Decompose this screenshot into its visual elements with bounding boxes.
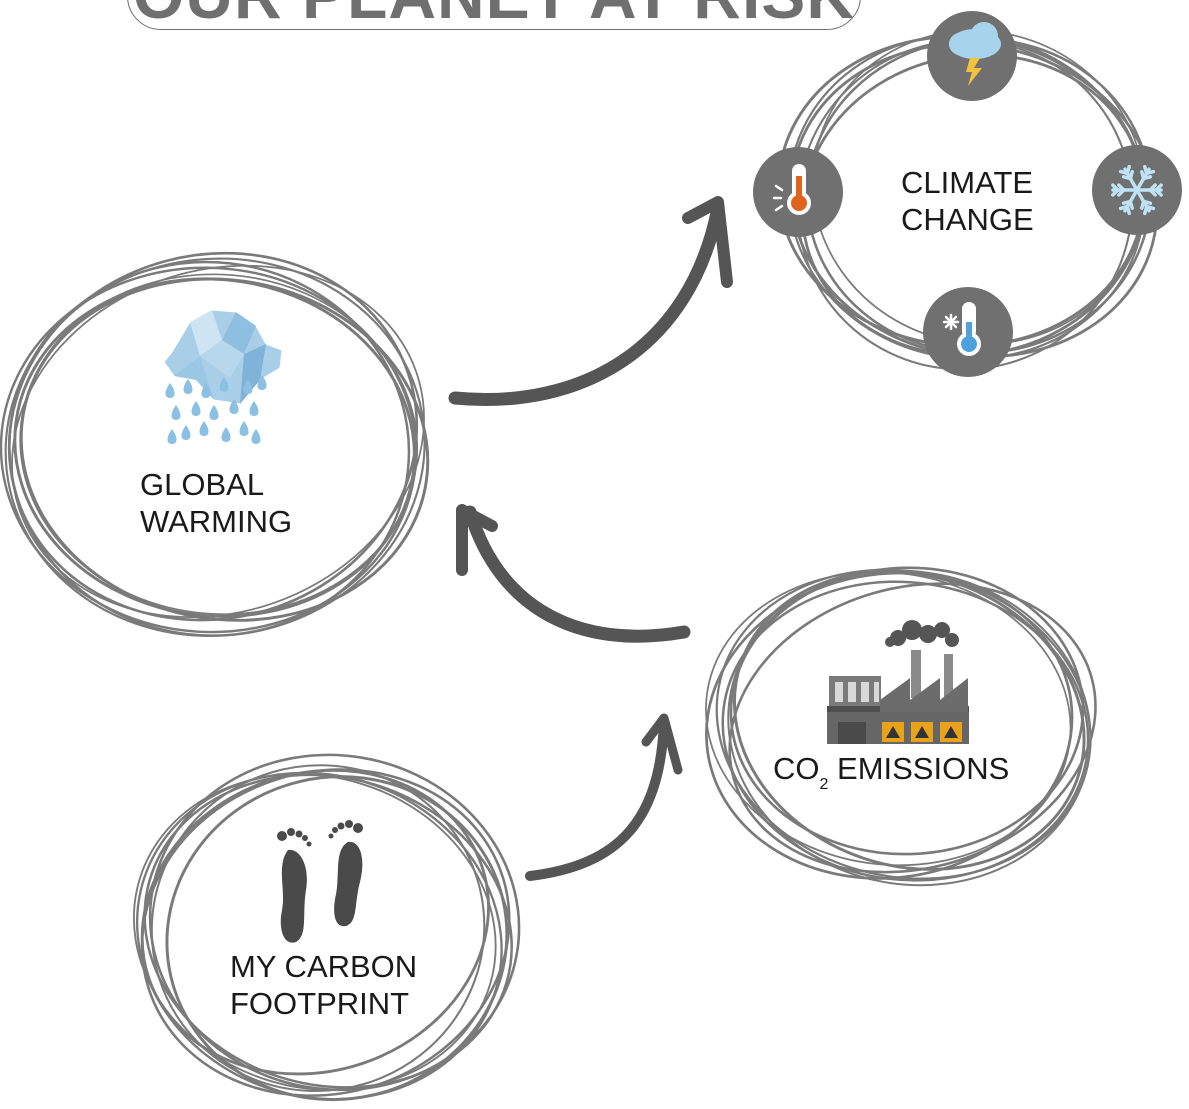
raindrop	[171, 405, 181, 420]
raindrop	[209, 405, 219, 420]
scribble-circle-co2-emissions	[705, 566, 1097, 887]
node-label-global-warming: GLOBAL WARMING	[140, 466, 292, 540]
node-label-line: CHANGE	[901, 202, 1034, 237]
raindrop	[229, 399, 239, 414]
factory-icon	[827, 620, 969, 744]
raindrop	[257, 375, 267, 390]
arrow-footprint-to-co2	[525, 713, 683, 881]
raindrop	[201, 383, 211, 398]
title-banner: OUR PLANET AT RISK	[127, 0, 861, 30]
page-title: OUR PLANET AT RISK	[128, 0, 860, 29]
hot-thermometer-icon	[753, 147, 843, 237]
node-label-line: GLOBAL	[140, 467, 265, 502]
raindrop	[183, 379, 193, 394]
footprints-icon	[277, 820, 363, 943]
node-label-carbon-footprint: MY CARBON FOOTPRINT	[230, 948, 417, 1022]
co2-suffix: EMISSIONS	[828, 751, 1010, 786]
raindrop	[251, 429, 261, 444]
scribble-circle-carbon-footprint	[132, 753, 521, 1102]
raindrop	[219, 377, 229, 392]
raindrop	[249, 401, 259, 416]
node-label-line: MY CARBON	[230, 949, 418, 984]
raindrop	[199, 421, 209, 436]
raindrop	[239, 421, 249, 436]
raindrop	[165, 383, 175, 398]
raindrop	[181, 425, 191, 440]
snowflake-icon	[1092, 145, 1182, 235]
node-label-line: CLIMATE	[901, 165, 1034, 200]
raindrop	[191, 401, 201, 416]
scribble-circle-global-warming	[0, 251, 430, 638]
iceberg-rain-icon	[163, 309, 283, 444]
raindrop	[221, 427, 231, 442]
node-label-line: WARMING	[140, 504, 293, 539]
co2-subscript: 2	[819, 776, 829, 793]
node-label-co2-emissions: CO2 EMISSIONS	[773, 750, 1009, 793]
raindrop	[167, 429, 177, 444]
cold-thermometer-icon	[923, 287, 1013, 377]
raindrop	[243, 379, 253, 394]
arrow-global-to-climate	[448, 196, 733, 406]
storm-cloud-icon	[927, 11, 1017, 101]
node-label-climate-change: CLIMATE CHANGE	[901, 164, 1034, 238]
arrow-co2-to-global	[456, 504, 691, 643]
co2-prefix: CO	[773, 751, 820, 786]
node-label-line: FOOTPRINT	[230, 986, 410, 1021]
